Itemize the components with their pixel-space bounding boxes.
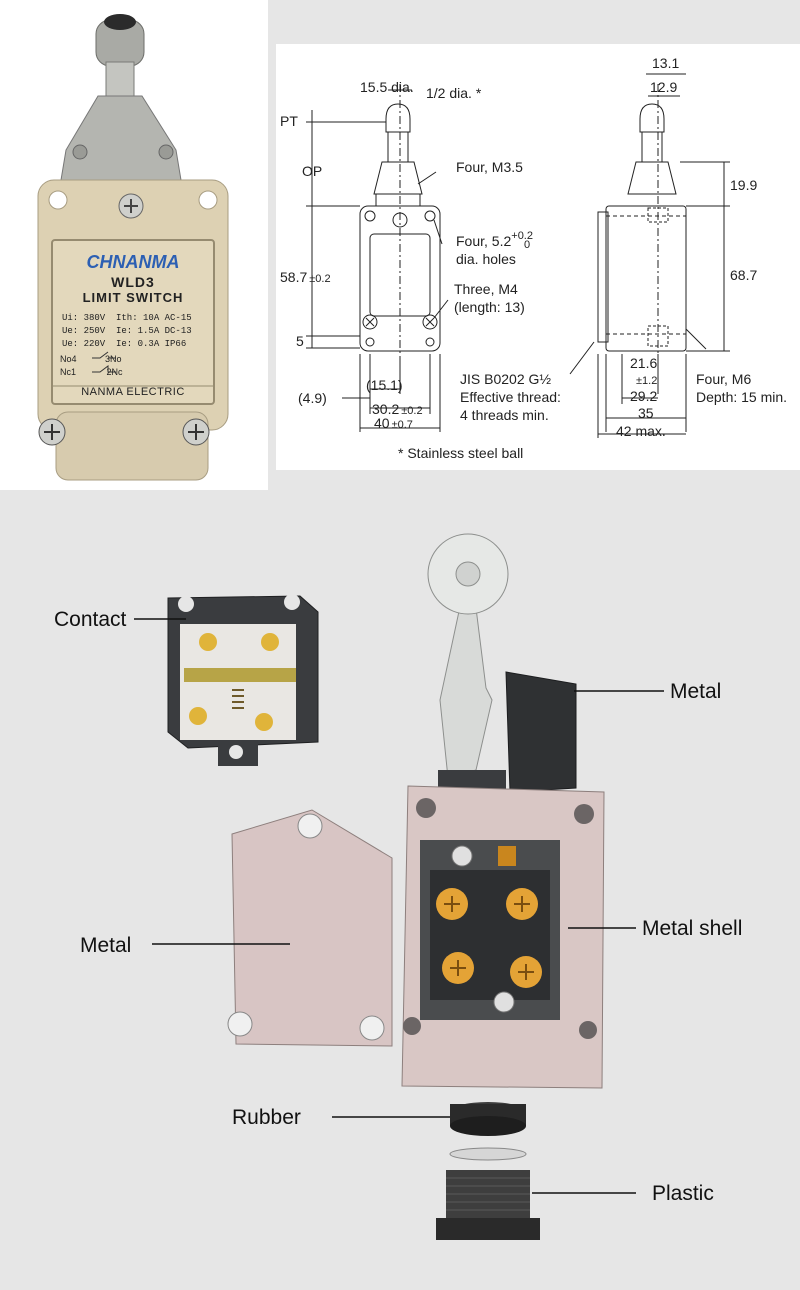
dim-12-9: 12.9 — [650, 79, 677, 95]
height-value: 58.7 — [280, 269, 307, 285]
pitch-value: 30.2 — [372, 401, 399, 417]
spec-row: Ue: 250V Ie: 1.5A DC-13 — [62, 326, 192, 336]
product-photo — [0, 0, 268, 490]
thread-count: 4 threads min. — [460, 407, 549, 423]
m6-label: Four, M6 — [696, 371, 751, 387]
brand-logo: CHNANMA — [86, 252, 180, 272]
width-value: 40 — [374, 415, 390, 431]
label-metal-cover: Metal — [80, 934, 131, 957]
height-label: 58.7±0.2 — [280, 269, 331, 285]
spec-row: Ue: 220V Ie: 0.3A IP66 — [62, 339, 187, 349]
type-label: LIMIT SWITCH — [82, 290, 184, 305]
contact-no-right: 3No — [105, 354, 122, 364]
label-rubber: Rubber — [232, 1106, 301, 1129]
contact-no: No4 3No — [60, 354, 122, 364]
cover-plate — [227, 809, 393, 1047]
spec-row: Ui: 380V Ith: 10A AC-15 — [62, 313, 192, 323]
three-m4-label: Three, M4 — [454, 281, 518, 297]
three-m4-length: (length: 13) — [454, 299, 525, 315]
five-label: 5 — [296, 333, 304, 349]
width-tol: ±0.7 — [392, 419, 413, 431]
pt-label: PT — [280, 113, 298, 129]
label-contact: Contact — [54, 608, 127, 631]
model-label: WLD3 — [111, 274, 155, 290]
label-metal-shell: Metal shell — [642, 917, 742, 940]
footnote: * Stainless steel ball — [398, 445, 523, 461]
housing — [401, 785, 605, 1089]
dim-35: 35 — [638, 405, 654, 421]
maker-label: NANMA ELECTRIC — [81, 386, 185, 398]
dimension-drawing: 15.5 dia. 1/2 dia. * PT OP Four, M3.5 Fo… — [276, 44, 800, 470]
label-metal-top: Metal — [670, 680, 721, 703]
pitch-label: 30.2±0.2 — [372, 401, 423, 417]
nameplate: CHNANMA WLD3 LIMIT SWITCH Ui: 380V Ith: … — [52, 240, 214, 404]
gland-assembly — [436, 1102, 540, 1240]
screws-label: Four, M3.5 — [456, 159, 523, 175]
ball-dia-label: 15.5 dia. — [360, 79, 414, 95]
dim-13-1: 13.1 — [652, 55, 679, 71]
thread-spec: JIS B0202 G½ — [460, 371, 551, 387]
label-plastic: Plastic — [652, 1182, 714, 1205]
width-label: 40±0.7 — [374, 415, 413, 431]
pitch-tol: ±0.2 — [401, 405, 422, 417]
holes-label-sup: +0.2 — [511, 230, 533, 242]
holes-label-main: Four, 5.2 — [456, 233, 511, 249]
lever-arm — [427, 533, 577, 798]
contact-nc-right: 2Nc — [106, 367, 123, 377]
dim-68-7: 68.7 — [730, 267, 757, 283]
exploded-view: Contact Metal Metal Metal shell Rubber P… — [54, 533, 742, 1240]
half-dia-label: 1/2 dia. * — [426, 85, 482, 101]
dim-29-2: 29.2 — [630, 388, 657, 404]
dim-42-max: 42 max. — [616, 423, 666, 439]
thread-effective: Effective thread: — [460, 389, 561, 405]
contact-no-left: No4 — [60, 354, 77, 364]
height-tol: ±0.2 — [309, 273, 330, 285]
contact-nc-left: Nc1 — [60, 367, 77, 377]
holes-label: Four, 5.2+0.2 — [456, 230, 533, 249]
center-label: (15.1) — [366, 377, 403, 393]
holes-label-2: dia. holes — [456, 251, 516, 267]
holes-label-sub: 0 — [524, 239, 530, 251]
offset-label: (4.9) — [298, 390, 327, 406]
op-label: OP — [302, 163, 322, 179]
contact-block — [167, 594, 319, 766]
dim-19-9: 19.9 — [730, 177, 757, 193]
dim-21-6-tol: ±1.2 — [636, 375, 657, 387]
contact-nc: Nc1 2Nc — [60, 367, 123, 377]
dim-21-6: 21.6 — [630, 355, 657, 371]
m6-depth-label: Depth: 15 min. — [696, 389, 787, 405]
